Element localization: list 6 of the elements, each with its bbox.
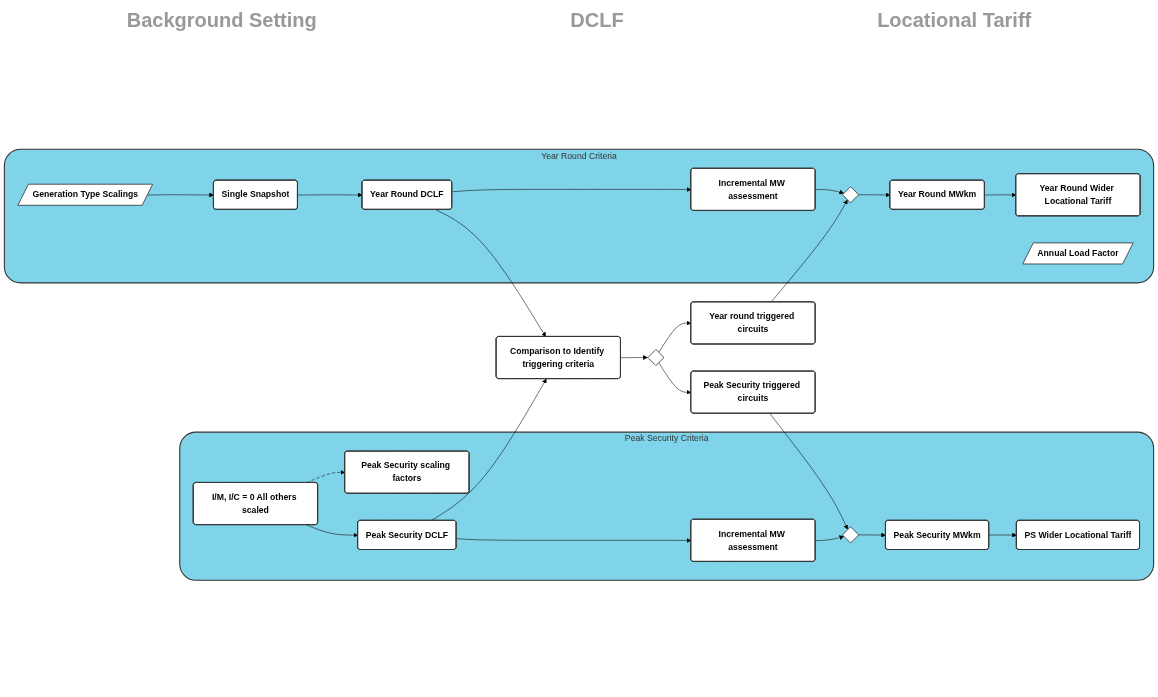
column-heading: Background Setting xyxy=(126,8,317,32)
node-diamond xyxy=(647,349,665,367)
node-diamond xyxy=(842,186,860,204)
column-heading: DCLF xyxy=(570,8,624,32)
node-diamond xyxy=(842,526,860,544)
column-heading: Locational Tariff xyxy=(877,8,1032,32)
